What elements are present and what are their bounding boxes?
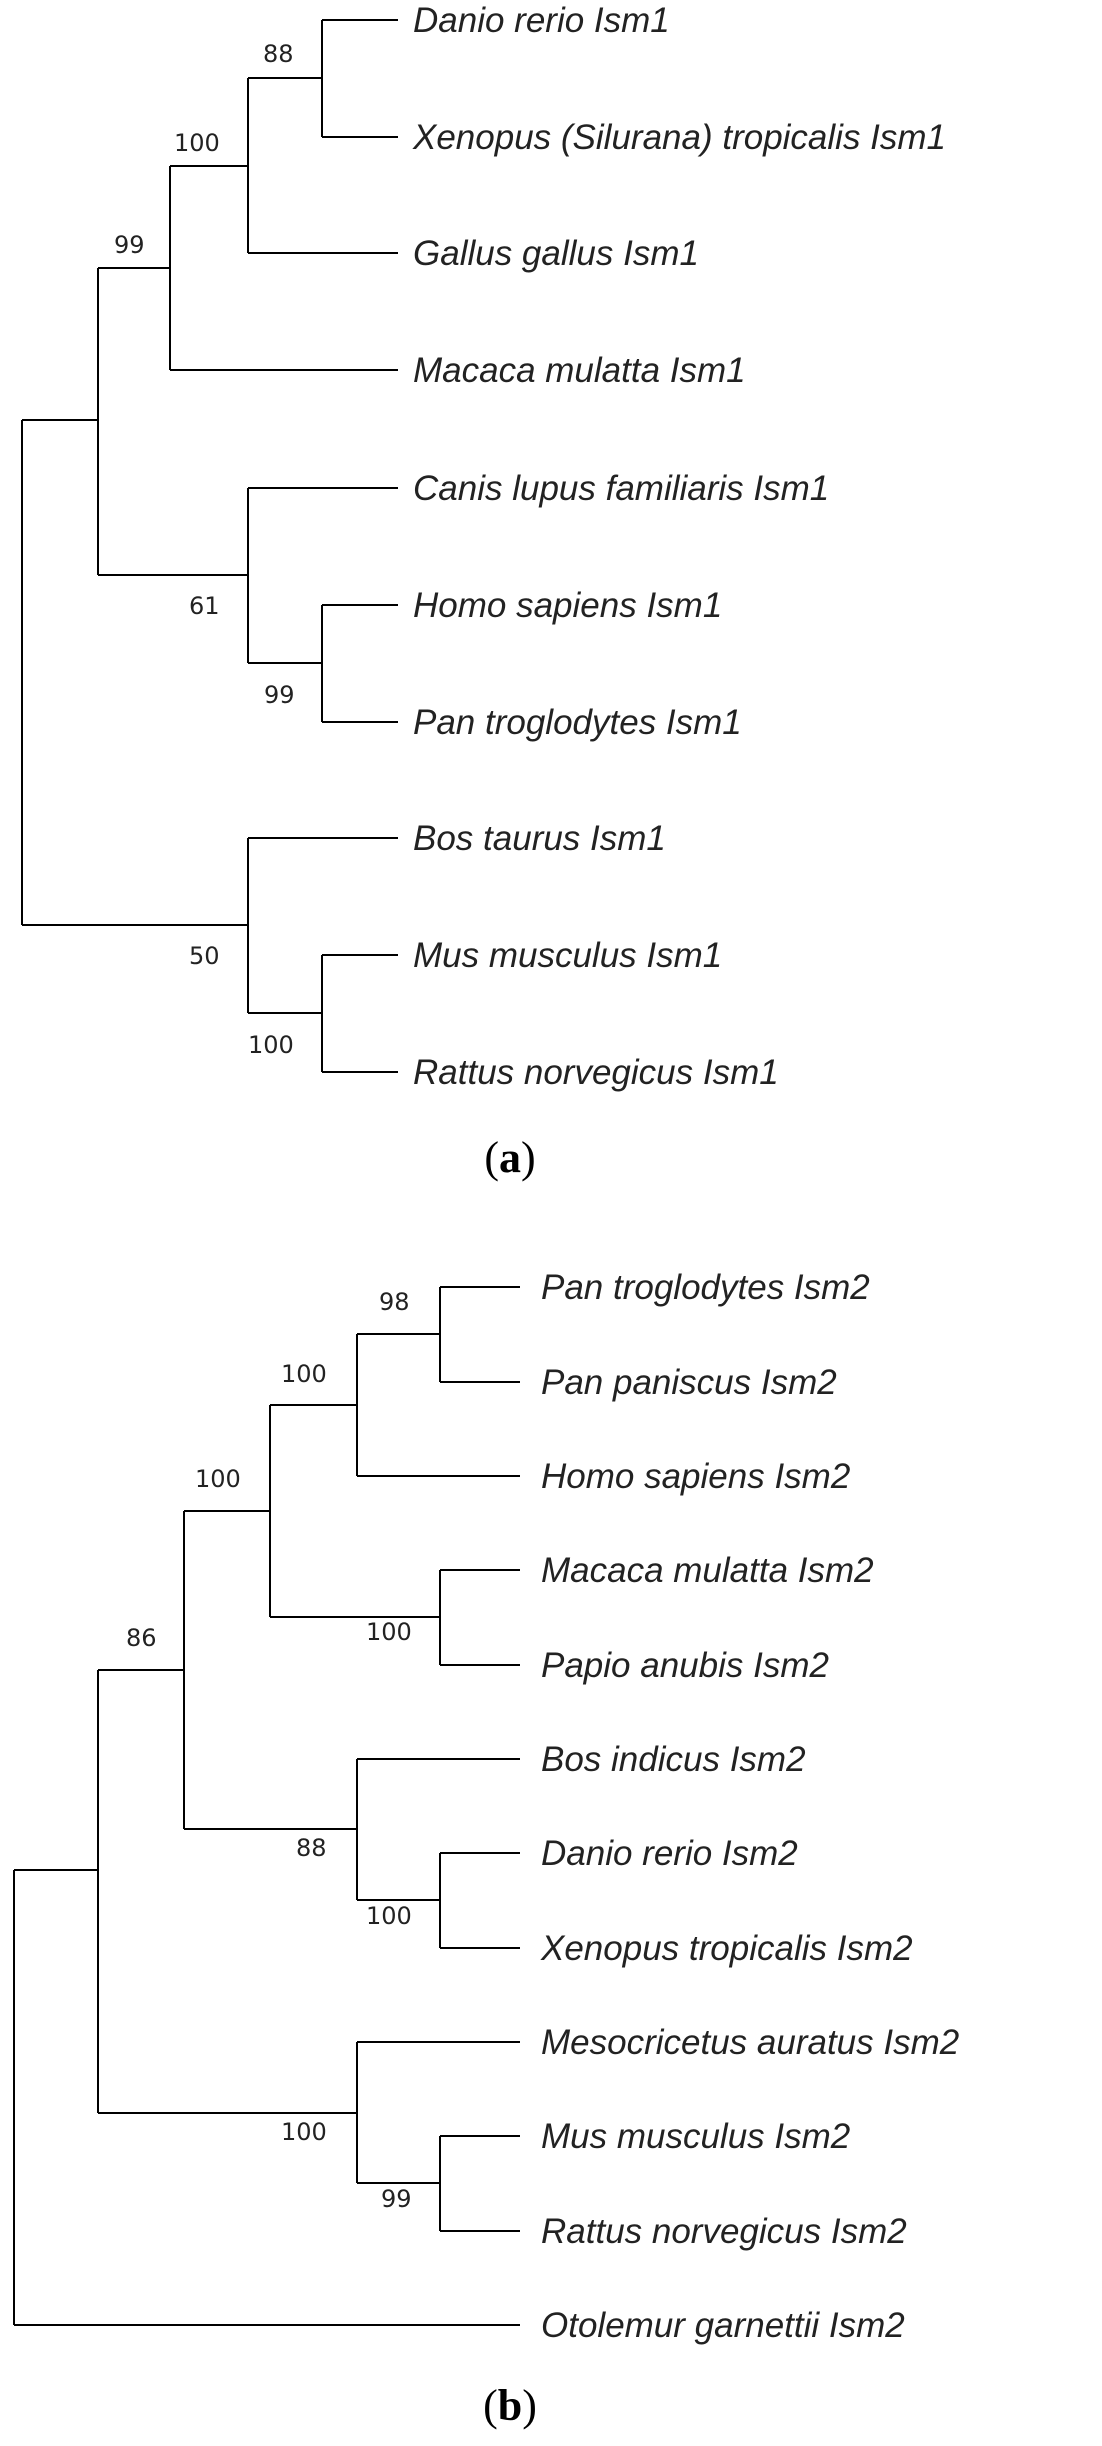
bootstrap-value: 98 [379,1288,410,1316]
taxon-label: Rattus norvegicus Ism1 [413,1053,779,1092]
tree-b-support-values: 98 100 100 100 100 88 86 99 100 [126,1288,412,2213]
tree-a: Danio rerio Ism1 Xenopus (Silurana) trop… [21,1,946,1182]
bootstrap-value: 100 [174,129,220,157]
taxon-label: Papio anubis Ism2 [541,1646,829,1685]
bootstrap-value: 88 [263,40,294,68]
taxon-label: Macaca mulatta Ism1 [413,351,746,390]
taxon-label: Macaca mulatta Ism2 [541,1551,874,1590]
bootstrap-value: 100 [195,1465,241,1493]
tree-b-taxa: Pan troglodytes Ism2 Pan paniscus Ism2 H… [540,1268,959,2345]
taxon-label: Pan troglodytes Ism1 [413,703,742,742]
taxon-label: Homo sapiens Ism1 [413,586,722,625]
panel-label-a: (a) [484,1133,535,1182]
bootstrap-value: 88 [296,1834,327,1862]
taxon-label: Pan paniscus Ism2 [541,1363,837,1402]
bootstrap-value: 99 [114,231,145,259]
panel-label-b: (b) [483,2381,537,2430]
bootstrap-value: 50 [189,942,220,970]
tree-b: Pan troglodytes Ism2 Pan paniscus Ism2 H… [13,1268,959,2430]
taxon-label: Homo sapiens Ism2 [541,1457,850,1496]
bootstrap-value: 86 [126,1624,157,1652]
taxon-label: Danio rerio Ism2 [541,1834,798,1873]
bootstrap-value: 99 [264,681,295,709]
taxon-label: Xenopus tropicalis Ism2 [540,1929,913,1968]
taxon-label: Mus musculus Ism1 [413,936,722,975]
bootstrap-value: 100 [281,2118,327,2146]
taxon-label: Rattus norvegicus Ism2 [541,2212,907,2251]
bootstrap-value: 100 [366,1902,412,1930]
bootstrap-value: 100 [248,1031,294,1059]
taxon-label: Mus musculus Ism2 [541,2117,850,2156]
taxon-label: Bos indicus Ism2 [541,1740,806,1779]
taxon-label: Pan troglodytes Ism2 [541,1268,870,1307]
bootstrap-value: 100 [366,1618,412,1646]
taxon-label: Canis lupus familiaris Ism1 [413,469,829,508]
taxon-label: Bos taurus Ism1 [413,819,666,858]
tree-a-branches [21,19,398,1073]
tree-b-branches [13,1286,520,2326]
taxon-label: Gallus gallus Ism1 [413,234,699,273]
bootstrap-value: 99 [381,2185,412,2213]
tree-a-taxa: Danio rerio Ism1 Xenopus (Silurana) trop… [412,1,946,1092]
taxon-label: Otolemur garnettii Ism2 [541,2306,905,2345]
tree-a-support-values: 88 100 99 99 61 100 50 [114,40,295,1059]
taxon-label: Danio rerio Ism1 [413,1,670,40]
bootstrap-value: 61 [189,592,220,620]
taxon-label: Mesocricetus auratus Ism2 [541,2023,959,2062]
bootstrap-value: 100 [281,1360,327,1388]
taxon-label: Xenopus (Silurana) tropicalis Ism1 [412,118,946,157]
